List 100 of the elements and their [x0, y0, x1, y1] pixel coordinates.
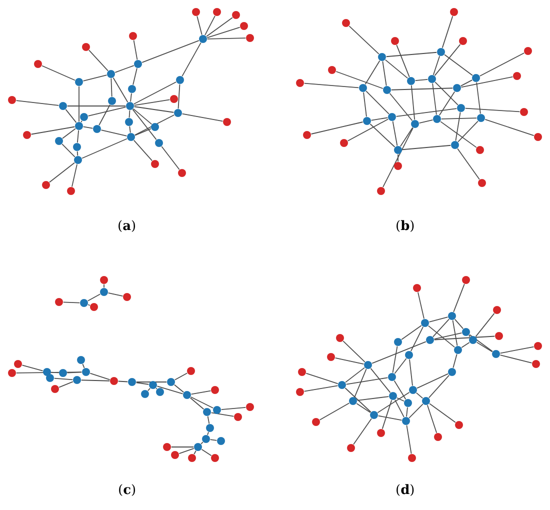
edge-line — [452, 354, 458, 368]
graph-node — [246, 34, 254, 42]
graph-node — [222, 118, 232, 126]
edge-line — [363, 92, 367, 118]
edge-line — [464, 108, 520, 112]
edge-line — [476, 342, 493, 352]
graph-node — [162, 442, 172, 452]
edge-line — [475, 313, 495, 337]
edge-line — [394, 380, 406, 400]
graph-node — [388, 392, 398, 400]
edge-line — [76, 130, 80, 144]
edge-line — [457, 148, 480, 180]
edge-line — [396, 108, 458, 117]
graph-node — [534, 342, 542, 350]
edge-line — [434, 332, 462, 340]
panel-label: (c) — [118, 483, 136, 499]
edge-line — [454, 318, 464, 330]
graph-node — [524, 46, 532, 56]
graph-node — [74, 78, 84, 86]
graph-node — [362, 116, 372, 126]
edge-line — [434, 44, 461, 76]
edge-line — [178, 84, 180, 110]
graph-node — [72, 376, 82, 384]
edge-line — [30, 126, 76, 135]
edge-line — [382, 60, 387, 86]
edge-line — [90, 372, 110, 380]
graph-node — [140, 390, 150, 398]
graph-node — [382, 86, 392, 94]
edge-line — [156, 388, 158, 390]
graph-node — [212, 8, 222, 16]
graph-node — [406, 76, 416, 86]
graph-node — [358, 84, 368, 92]
edge-line — [353, 418, 372, 445]
edge-line — [392, 120, 398, 146]
edge-line — [62, 302, 80, 304]
graph-node — [110, 376, 118, 386]
edge-line — [206, 26, 240, 38]
edge-line — [500, 346, 534, 354]
graph-node — [246, 402, 254, 412]
graph-node — [166, 378, 176, 386]
graph-node — [452, 84, 462, 92]
graph-node — [422, 396, 430, 406]
edge-line — [346, 377, 388, 385]
graph-node — [376, 428, 386, 438]
edge-line — [378, 415, 402, 421]
edge-line — [134, 99, 170, 106]
edge-line — [16, 372, 82, 374]
graph-node — [434, 432, 442, 442]
edge-line — [156, 386, 184, 394]
graph-node — [202, 434, 210, 444]
edge-line — [182, 42, 202, 77]
edge-line — [174, 372, 188, 380]
edge-line — [406, 424, 412, 454]
edge-line — [62, 144, 76, 158]
graph-node — [126, 102, 134, 110]
graph-node — [410, 120, 420, 128]
edge-line — [390, 88, 454, 90]
edge-line — [66, 372, 82, 374]
edge-line — [401, 325, 422, 340]
edge-line — [460, 80, 473, 86]
graph-node — [82, 368, 90, 376]
edge-line — [418, 120, 434, 124]
edge-line — [384, 59, 408, 79]
edge-line — [134, 128, 152, 136]
edge-line — [134, 114, 175, 136]
edge-line — [334, 357, 364, 365]
edge-line — [452, 320, 458, 346]
edge-line — [206, 38, 246, 40]
graph-node — [388, 112, 396, 122]
edge-line — [170, 446, 194, 448]
edge-line — [348, 26, 380, 54]
graph-node — [432, 114, 442, 124]
edge-line — [142, 40, 200, 63]
graph-node — [394, 338, 402, 346]
edge-line — [442, 16, 454, 48]
edge-line — [132, 108, 152, 125]
edge-line — [444, 54, 473, 76]
edge-line — [356, 403, 371, 413]
graph-node — [436, 48, 446, 56]
graph-node — [42, 180, 50, 190]
graph-node — [82, 42, 90, 52]
graph-node — [478, 178, 486, 188]
graph-node — [128, 32, 138, 40]
edge-line — [453, 284, 465, 312]
edge-line — [461, 342, 470, 348]
graph-node — [394, 146, 402, 154]
edge-line — [416, 373, 448, 389]
edge-line — [118, 380, 128, 382]
graph-node — [122, 292, 132, 302]
graph-node — [328, 66, 336, 74]
edge-line — [372, 341, 426, 364]
graph-node — [404, 398, 412, 408]
edge-line — [460, 76, 514, 88]
graph-node — [186, 366, 196, 376]
edge-line — [389, 92, 413, 122]
graph-node — [394, 162, 402, 170]
graph-node — [170, 450, 180, 460]
edge-line — [190, 396, 214, 408]
graph-node — [512, 72, 522, 80]
graph-node — [494, 332, 504, 340]
